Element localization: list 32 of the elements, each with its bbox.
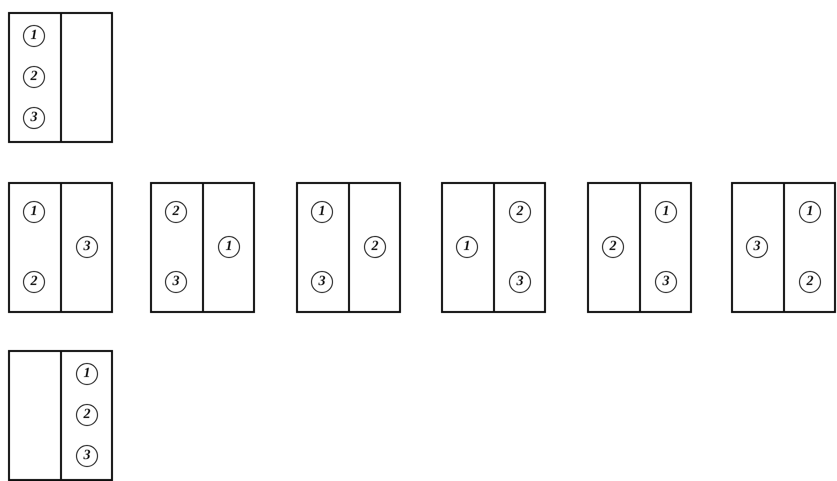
numbered-circle: 1 — [799, 201, 821, 223]
numbered-circle: 1 — [76, 363, 98, 385]
numbered-circle: 3 — [76, 445, 98, 467]
numbered-circle: 1 — [655, 201, 677, 223]
two-compartment-box — [8, 350, 113, 481]
numbered-circle: 1 — [23, 25, 45, 47]
numbered-circle: 2 — [76, 404, 98, 426]
numbered-circle: 1 — [23, 201, 45, 223]
two-compartment-box — [150, 182, 255, 313]
numbered-circle: 2 — [165, 201, 187, 223]
numbered-circle: 2 — [364, 236, 386, 258]
two-compartment-box — [8, 12, 113, 143]
two-compartment-box — [441, 182, 546, 313]
two-compartment-box — [8, 182, 113, 313]
numbered-circle: 2 — [799, 271, 821, 293]
two-compartment-box — [587, 182, 692, 313]
numbered-circle: 1 — [311, 201, 333, 223]
numbered-circle: 2 — [602, 236, 624, 258]
numbered-circle: 3 — [23, 107, 45, 129]
numbered-circle: 2 — [23, 66, 45, 88]
numbered-circle: 3 — [76, 236, 98, 258]
numbered-circle: 1 — [456, 236, 478, 258]
numbered-circle: 3 — [655, 271, 677, 293]
numbered-circle: 2 — [23, 271, 45, 293]
numbered-circle: 3 — [165, 271, 187, 293]
numbered-circle: 1 — [218, 236, 240, 258]
numbered-circle: 2 — [509, 201, 531, 223]
numbered-circle: 3 — [311, 271, 333, 293]
two-compartment-box — [731, 182, 836, 313]
numbered-circle: 3 — [509, 271, 531, 293]
numbered-circle: 3 — [746, 236, 768, 258]
two-compartment-box — [296, 182, 401, 313]
